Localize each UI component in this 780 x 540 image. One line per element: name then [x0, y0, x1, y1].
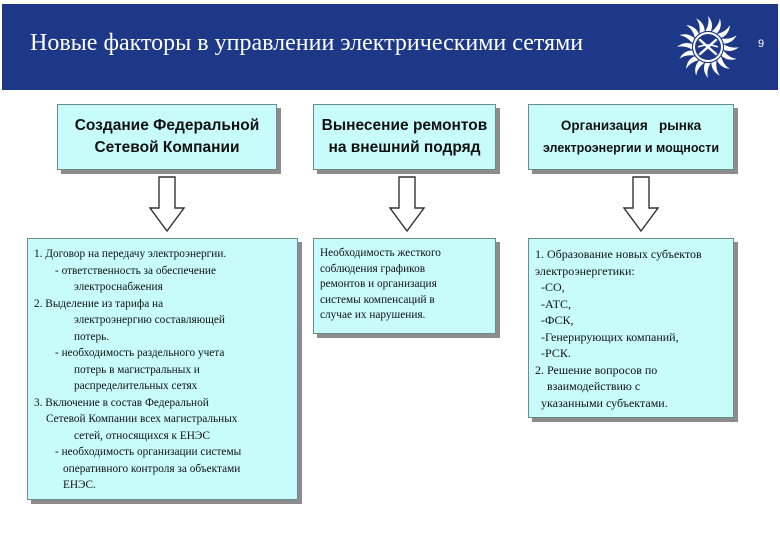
heading-outsourced-repairs: Вынесение ремонтов на внешний подряд: [313, 104, 496, 170]
content-line: электроэнергетики:: [535, 263, 635, 278]
content-line: 1. Договор на передачу электроэнергии.: [34, 248, 227, 260]
heading-line: на внешний подряд: [328, 139, 481, 156]
page-number: 9: [758, 38, 765, 50]
content-line: случае их нарушения.: [320, 309, 426, 321]
content-line: 1. Образование новых субъектов: [535, 247, 702, 261]
content-line: ЕНЭС.: [63, 479, 96, 491]
content-line: потерь.: [74, 330, 110, 343]
content-line: - ответственность за обеспечение: [55, 264, 216, 277]
content-line: -Генерирующих компаний,: [541, 329, 679, 344]
company-logo-sun-icon: [677, 16, 739, 78]
content-line: системы компенсаций в: [320, 293, 435, 306]
content-line: 3. Включение в состав Федеральной: [34, 396, 209, 409]
heading-line: Организация рынка: [560, 118, 702, 133]
content-line: -АТС,: [541, 296, 571, 311]
content-line: соблюдения графиков: [320, 262, 426, 275]
heading-market-organization: Организация рынка электроэнергии и мощно…: [528, 104, 734, 170]
content-line: взаимодействию с: [547, 379, 641, 393]
down-arrow-icon: [149, 176, 185, 232]
content-line: Сетевой Компании всех магистральных: [46, 413, 238, 425]
heading-line: Вынесение ремонтов: [321, 117, 488, 134]
content-line: сетей, относящихся к ЕНЭС: [74, 429, 210, 442]
content-line: 2. Выделение из тарифа на: [34, 297, 164, 310]
content-line: потерь в магистральных и: [74, 363, 200, 376]
header-bar: [2, 4, 778, 90]
content-federal-grid-company: 1. Договор на передачу электроэнергии. -…: [27, 238, 298, 500]
down-arrow-icon: [623, 176, 659, 232]
content-line: -СО,: [541, 280, 565, 294]
content-line: Необходимость жесткого: [320, 247, 441, 259]
content-line: ремонтов и организация: [320, 278, 437, 290]
content-line: указанными субъектами.: [541, 395, 668, 410]
content-market-organization: 1. Образование новых субъектов электроэн…: [528, 238, 734, 418]
content-line: - необходимость организации системы: [55, 446, 242, 458]
content-outsourced-repairs: Необходимость жесткого соблюдения график…: [313, 238, 496, 334]
content-line: распределительных сетях: [74, 380, 198, 392]
content-line: электроснабжения: [74, 281, 163, 293]
down-arrow-icon: [389, 176, 425, 232]
heading-line: Сетевой Компании: [94, 139, 240, 156]
heading-line: электроэнергии и мощности: [542, 141, 720, 155]
content-line: -РСК.: [541, 346, 571, 360]
content-line: 2. Решение вопросов по: [535, 362, 658, 377]
content-line: -ФСК,: [541, 313, 574, 327]
content-line: электроэнергию составляющей: [74, 314, 225, 326]
slide-title: Новые факторы в управлении электрическим…: [30, 30, 584, 56]
content-line: оперативного контроля за объектами: [63, 462, 241, 475]
slide-header: Новые факторы в управлении электрическим…: [0, 0, 780, 90]
heading-line: Создание Федеральной: [74, 117, 260, 134]
heading-federal-grid-company: Создание Федеральной Сетевой Компании: [57, 104, 277, 170]
content-line: - необходимость раздельного учета: [55, 347, 225, 359]
